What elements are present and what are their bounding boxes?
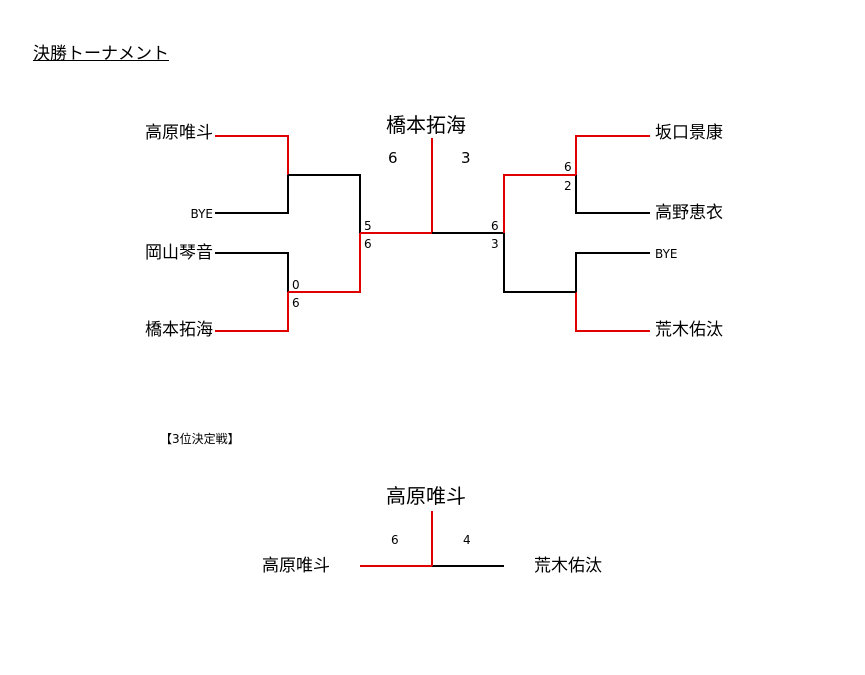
left-player-2: BYE: [190, 207, 214, 221]
line-right-p2: [575, 175, 650, 214]
line-right-p3: [575, 252, 650, 292]
score-left-semi-top: 0: [292, 278, 300, 292]
third-place-left-player: 高原唯斗: [262, 556, 330, 576]
third-place-label: 【3位決定戦】: [160, 432, 240, 446]
score-left-semi-bottom: 6: [292, 296, 300, 310]
line-right-bottom-advance: [503, 233, 576, 293]
third-place-right-player: 荒木佑汰: [534, 556, 602, 576]
score-left-final-top: 5: [364, 219, 372, 233]
score-right-final-top: 6: [491, 219, 499, 233]
left-player-1: 高原唯斗: [145, 123, 213, 143]
right-player-1: 坂口景康: [655, 123, 723, 143]
line-left-p4: [215, 292, 289, 332]
line-left-top-advance: [288, 174, 361, 233]
right-player-4: 荒木佑汰: [655, 320, 723, 340]
third-place-score-left: 6: [391, 533, 399, 547]
left-player-3: 岡山琴音: [145, 243, 213, 263]
line-left-p2: [215, 175, 289, 214]
score-right-semi-top: 6: [564, 160, 572, 174]
line-left-p3: [215, 252, 289, 292]
third-place-score-right: 4: [463, 533, 471, 547]
line-left-p1: [215, 135, 289, 175]
right-player-2: 高野恵衣: [655, 203, 723, 223]
score-right-semi-bottom: 2: [564, 179, 572, 193]
champion-name: 橋本拓海: [386, 113, 466, 137]
line-left-bottom-advance: [288, 233, 361, 293]
line-right-top-advance: [503, 174, 576, 233]
right-player-3: BYE: [655, 247, 678, 261]
line-right-p1: [575, 135, 650, 175]
left-player-4: 橋本拓海: [145, 320, 213, 340]
page-title: 決勝トーナメント: [33, 44, 169, 64]
third-place-winner: 高原唯斗: [386, 484, 466, 508]
final-score-right: 3: [461, 149, 471, 167]
score-left-final-bottom: 6: [364, 237, 372, 251]
final-score-left: 6: [388, 149, 398, 167]
line-right-p4: [575, 292, 650, 332]
score-right-final-bottom: 3: [491, 237, 499, 251]
